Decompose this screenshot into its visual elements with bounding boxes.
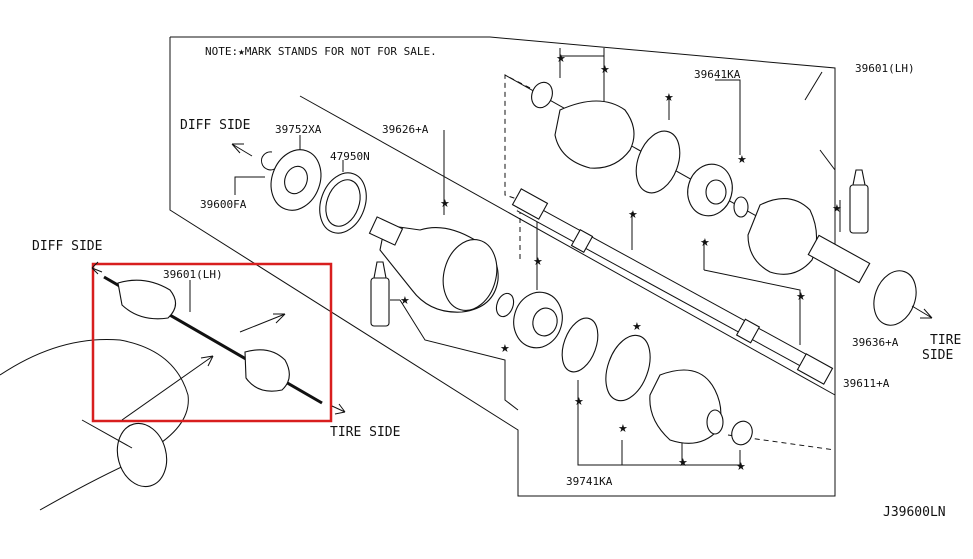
cv-housing-inner-spline <box>368 216 404 246</box>
highlight-box <box>91 262 333 423</box>
boot-lower-end <box>706 409 724 435</box>
star-marker: ★ <box>533 255 543 268</box>
shaft-spline-left <box>511 188 549 220</box>
diff-side-arrow-upper <box>231 143 253 157</box>
dashed-guide <box>504 74 531 201</box>
boot-band-1 <box>561 317 599 373</box>
boot-upper-clamp <box>531 81 553 109</box>
part-label-39601-main: 39601(LH) <box>855 62 915 75</box>
star-marker: ★ <box>556 52 566 65</box>
star-marker: ★ <box>832 202 842 215</box>
part-label-39752XA: 39752XA <box>275 123 322 136</box>
boot-band-2 <box>605 334 651 402</box>
part-label-39741KA: 39741KA <box>566 475 613 488</box>
snap-ring-small <box>495 292 515 318</box>
tripod-joint-hub <box>532 307 558 337</box>
star-marker: ★ <box>574 395 584 408</box>
inset-boot-inner <box>117 279 177 320</box>
star-marker: ★ <box>796 290 806 303</box>
wheel-hub <box>116 422 168 488</box>
leader <box>715 79 741 155</box>
frame-39626 <box>399 299 519 411</box>
star-marker: ★ <box>400 294 410 307</box>
tire-side-label-right-2: SIDE <box>922 348 953 363</box>
inset-direction-arrow <box>239 313 286 333</box>
ring-47950N-inner <box>325 179 361 227</box>
diff-side-arrow-lower <box>91 261 103 275</box>
shaft-39611A-fill <box>517 199 828 378</box>
upper-snap-ring <box>733 196 749 218</box>
inset-pointer-arrow <box>121 355 214 421</box>
grease-tube-right <box>849 184 869 234</box>
boot-band-upper <box>635 130 681 194</box>
diff-side-label-lower: DIFF SIDE <box>32 239 102 254</box>
axle-stub <box>81 419 133 449</box>
part-label-39600FA: 39600FA <box>200 198 247 211</box>
shaft-spline-right <box>796 353 834 385</box>
star-marker: ★ <box>632 320 642 333</box>
boot-clamp-small <box>731 420 753 446</box>
cv-outer-spline <box>807 234 871 284</box>
diagram-code: J39600LN <box>883 505 946 520</box>
star-marker: ★ <box>618 422 628 435</box>
note-text: NOTE:★MARK STANDS FOR NOT FOR SALE. <box>205 45 437 58</box>
cv-housing-inner-face <box>442 239 498 311</box>
tire-side-label-lower: TIRE SIDE <box>330 425 400 440</box>
bracket-39741KA <box>682 450 741 466</box>
washer-39752XA-hole <box>284 165 308 195</box>
star-marker: ★ <box>628 208 638 221</box>
star-marker: ★ <box>678 456 688 469</box>
part-label-39611A: 39611+A <box>843 377 890 390</box>
part-label-39636A: 39636+A <box>852 336 899 349</box>
grease-tube-left <box>370 277 390 327</box>
leader <box>703 269 801 345</box>
bracket-39741KA <box>577 380 683 466</box>
inset-direction-arrowhead <box>273 313 286 324</box>
diff-side-label-upper: DIFF SIDE <box>180 118 250 133</box>
parts-frame <box>169 36 836 497</box>
inset-boot-outer <box>244 349 290 392</box>
star-marker: ★ <box>664 91 674 104</box>
bracket-39641KA <box>559 48 605 57</box>
tire-side-label-right-1: TIRE <box>930 333 961 348</box>
cv-housing-outer <box>747 198 818 275</box>
star-marker: ★ <box>500 342 510 355</box>
not-for-sale-markers: ★ ★ ★ ★ ★ ★ ★ ★ ★ ★ ★ ★ ★ ★ ★ ★ ★ <box>400 52 842 473</box>
part-label-47950N: 47950N <box>330 150 370 163</box>
clip-39600FA <box>261 151 277 171</box>
star-marker: ★ <box>700 236 710 249</box>
part-label-39641KA: 39641KA <box>694 68 741 81</box>
upper-joint-hub <box>705 179 727 205</box>
boot-upper <box>554 100 635 169</box>
shaft-band-mid1 <box>570 228 594 254</box>
leader <box>819 149 836 171</box>
oring-39636A <box>873 270 917 326</box>
leader <box>804 71 823 101</box>
frame-line <box>299 95 836 396</box>
star-marker: ★ <box>600 63 610 76</box>
part-label-39601-inset: 39601(LH) <box>163 268 223 281</box>
star-marker: ★ <box>440 197 450 210</box>
tire-side-arrow-right <box>911 305 933 319</box>
star-marker: ★ <box>736 460 746 473</box>
leader <box>234 176 265 195</box>
star-marker: ★ <box>737 153 747 166</box>
grease-tube-left-tip <box>373 261 387 279</box>
grease-tube-right-tip <box>852 169 866 186</box>
shaft-band-mid2 <box>735 318 761 344</box>
inset-pointer-arrowhead <box>200 355 214 367</box>
part-label-39626A: 39626+A <box>382 123 429 136</box>
tire-side-arrow-lower <box>331 403 346 415</box>
